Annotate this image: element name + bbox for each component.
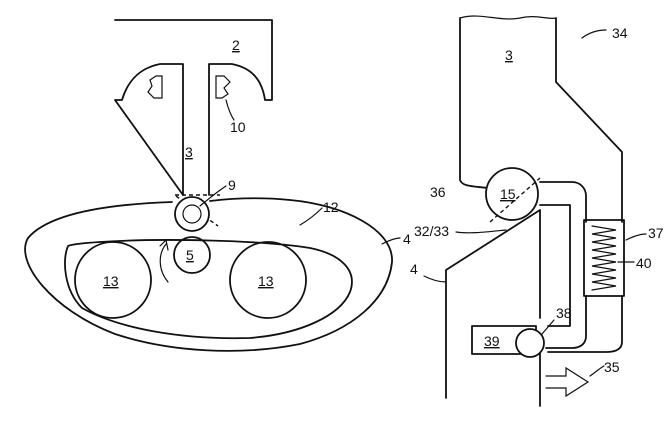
label-roller: 15 bbox=[500, 186, 516, 202]
label-lobe-left: 13 bbox=[103, 273, 119, 289]
contact-32-33-leader bbox=[456, 230, 506, 233]
label-shaft: 3 bbox=[185, 144, 193, 160]
arrow-35-leader bbox=[590, 366, 604, 376]
roller-9-leader bbox=[200, 186, 226, 206]
pin bbox=[516, 329, 544, 357]
housing-bracket bbox=[115, 20, 272, 195]
label-spring-housing: 37 bbox=[648, 225, 664, 241]
label-housing: 2 bbox=[232, 37, 240, 53]
label-lobe-right: 13 bbox=[258, 273, 274, 289]
shaft-outline bbox=[460, 18, 488, 188]
label-contact: 32/33 bbox=[414, 223, 449, 239]
bearing-10-leader bbox=[226, 100, 234, 120]
spring-housing-37-leader bbox=[626, 234, 646, 240]
label-follower-roller: 9 bbox=[228, 177, 236, 193]
label-body: 4 bbox=[410, 261, 418, 277]
arrow-35-icon bbox=[546, 368, 588, 396]
left-view: 2 10 3 9 12 4 5 13 13 bbox=[25, 20, 411, 351]
body-4-leader bbox=[424, 276, 446, 282]
body-wedge bbox=[446, 210, 540, 406]
inner-body bbox=[65, 240, 352, 338]
label-shaft-right: 3 bbox=[505, 47, 513, 63]
shaft-right-outline bbox=[556, 18, 622, 222]
label-rotor-body: 12 bbox=[323, 199, 339, 215]
break-line bbox=[460, 16, 556, 19]
pin-38-leader bbox=[542, 320, 554, 334]
label-arrow: 35 bbox=[604, 359, 620, 375]
label-spring: 40 bbox=[636, 255, 652, 271]
outer-body bbox=[25, 198, 392, 351]
label-rotor: 5 bbox=[186, 247, 194, 263]
rotor-body-12-leader bbox=[300, 208, 322, 225]
bearing-left bbox=[148, 76, 162, 98]
right-view: 3 34 15 36 32/33 4 37 40 38 39 35 bbox=[410, 16, 664, 406]
label-notch: 36 bbox=[430, 184, 446, 200]
label-outer-body: 4 bbox=[403, 231, 411, 247]
outline-34-leader bbox=[582, 30, 606, 38]
label-outline: 34 bbox=[612, 25, 628, 41]
rotation-arrowhead-icon bbox=[160, 240, 168, 250]
label-bearing: 10 bbox=[230, 119, 246, 135]
bearing-right bbox=[216, 76, 230, 98]
label-block: 39 bbox=[484, 333, 500, 349]
spring bbox=[592, 226, 616, 290]
lever-frame bbox=[540, 182, 586, 222]
label-pin: 38 bbox=[556, 305, 572, 321]
rotation-arrow bbox=[160, 244, 168, 282]
